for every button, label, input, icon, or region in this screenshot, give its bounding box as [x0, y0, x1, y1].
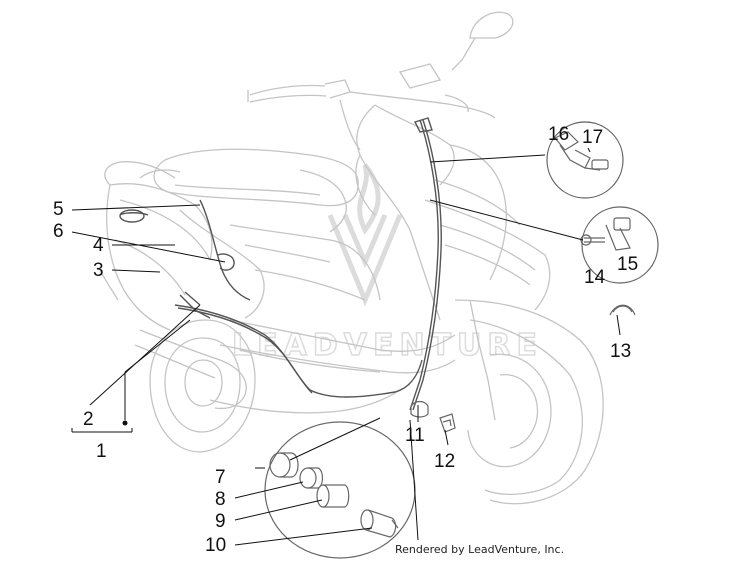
- scooter-outline: [99, 11, 604, 505]
- callout-3: 3: [93, 260, 104, 281]
- callout-12: 12: [434, 451, 456, 472]
- callout-10: 10: [205, 535, 227, 556]
- callout-13: 13: [610, 341, 632, 362]
- callout-5: 5: [53, 199, 64, 220]
- leader-lines: [71, 147, 621, 546]
- callout-1: 1: [96, 441, 107, 462]
- credit-text: Rendered by LeadVenture, Inc.: [395, 543, 565, 556]
- callout-14: 14: [584, 267, 606, 288]
- callout-dot: [122, 420, 128, 426]
- callout-4: 4: [93, 235, 104, 256]
- watermark-logo: [327, 163, 403, 307]
- callout-7: 7: [215, 467, 226, 488]
- cable-routing: [119, 117, 442, 411]
- watermark-text: LEADVENTURE: [232, 328, 543, 363]
- callout-9: 9: [215, 511, 226, 532]
- callout-17: 17: [582, 127, 604, 148]
- callout-2: 2: [83, 409, 94, 430]
- callout-15: 15: [617, 254, 639, 275]
- callout-16: 16: [548, 124, 570, 145]
- callout-11: 11: [405, 425, 425, 446]
- callout-8: 8: [215, 489, 226, 510]
- callout-6: 6: [53, 221, 64, 242]
